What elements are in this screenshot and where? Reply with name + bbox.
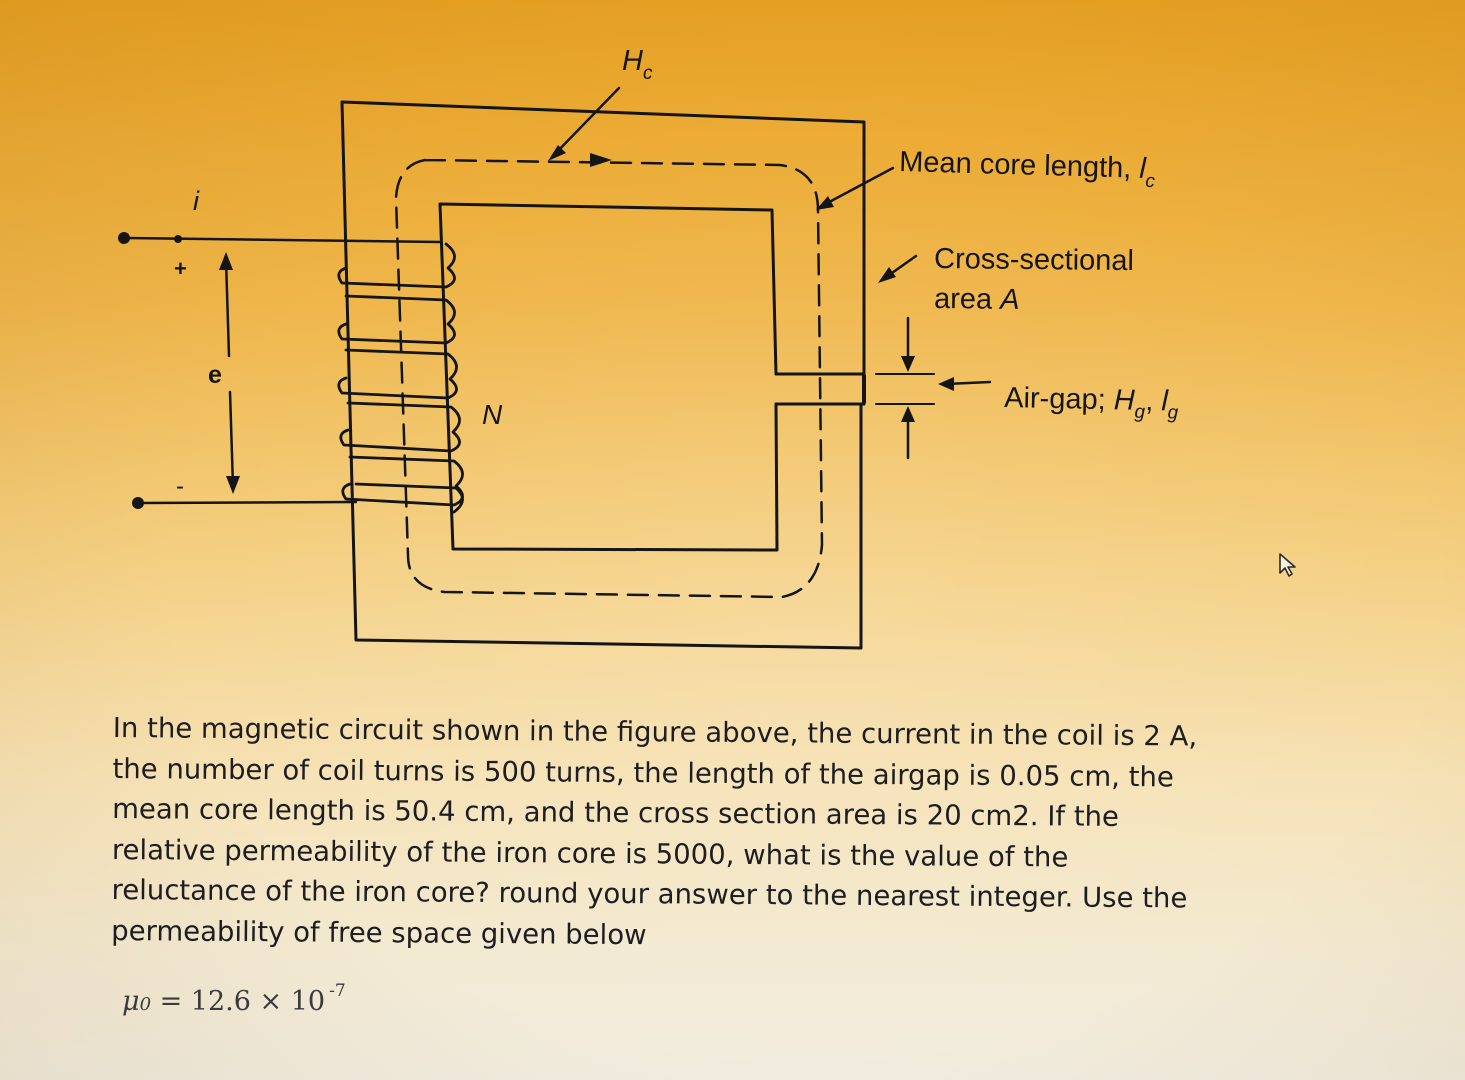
current-label: i <box>193 186 200 216</box>
turns-label: N <box>482 399 503 430</box>
emf-arrow-up <box>224 258 231 358</box>
plus-sign: + <box>174 256 187 281</box>
emf-arrow-down-head <box>226 476 240 494</box>
airgap-label: Air-gap; Hg, lg <box>1004 382 1179 424</box>
emf-arrow-down <box>228 390 235 488</box>
formula-value: = 12.6 × 10 <box>151 986 326 1017</box>
mean-core-leader-arrowhead <box>816 196 834 210</box>
core-inner-window <box>438 202 779 552</box>
current-dot <box>174 235 182 243</box>
question-text: In the magnetic circuit shown in the fig… <box>111 711 1198 951</box>
mu-subscript: 0 <box>139 994 152 1015</box>
cross-section-leader-arrowhead <box>878 267 896 283</box>
emf-label: e <box>208 361 222 389</box>
terminal-top <box>118 232 130 244</box>
mean-core-length-label: Mean core length, lc <box>899 146 1157 192</box>
mouse-pointer-icon <box>1279 553 1296 577</box>
airgap-dim-bottom-arrowhead <box>901 406 915 422</box>
mu-symbol: μ <box>122 986 140 1017</box>
airgap-dim-top-arrowhead <box>901 356 915 372</box>
minus-sign: - <box>176 473 184 500</box>
emf-arrow-up-head <box>219 252 233 270</box>
airgap-pointer-arrowhead <box>938 377 954 391</box>
magnetic-circuit-diagram: Hc i + - e N Mean core length, lc Cross-… <box>118 45 1179 650</box>
flux-arrowhead <box>590 153 612 167</box>
hc-leader-arrowhead <box>548 145 566 161</box>
permeability-formula: μ0 = 12.6 × 10-7 <box>122 981 346 1017</box>
formula-exponent: -7 <box>329 981 346 1001</box>
hc-leader-line <box>550 86 621 159</box>
supply-lead-bottom <box>136 500 358 505</box>
cross-section-label-line2: area A <box>934 283 1020 316</box>
cross-section-label-line1: Cross-sectional <box>934 243 1134 277</box>
terminal-bottom <box>132 497 144 509</box>
core-outer-outline <box>340 100 866 650</box>
coil-windings <box>337 242 464 514</box>
supply-lead-top <box>122 236 442 244</box>
mean-flux-path <box>394 158 824 599</box>
hc-label: Hc <box>622 45 653 84</box>
